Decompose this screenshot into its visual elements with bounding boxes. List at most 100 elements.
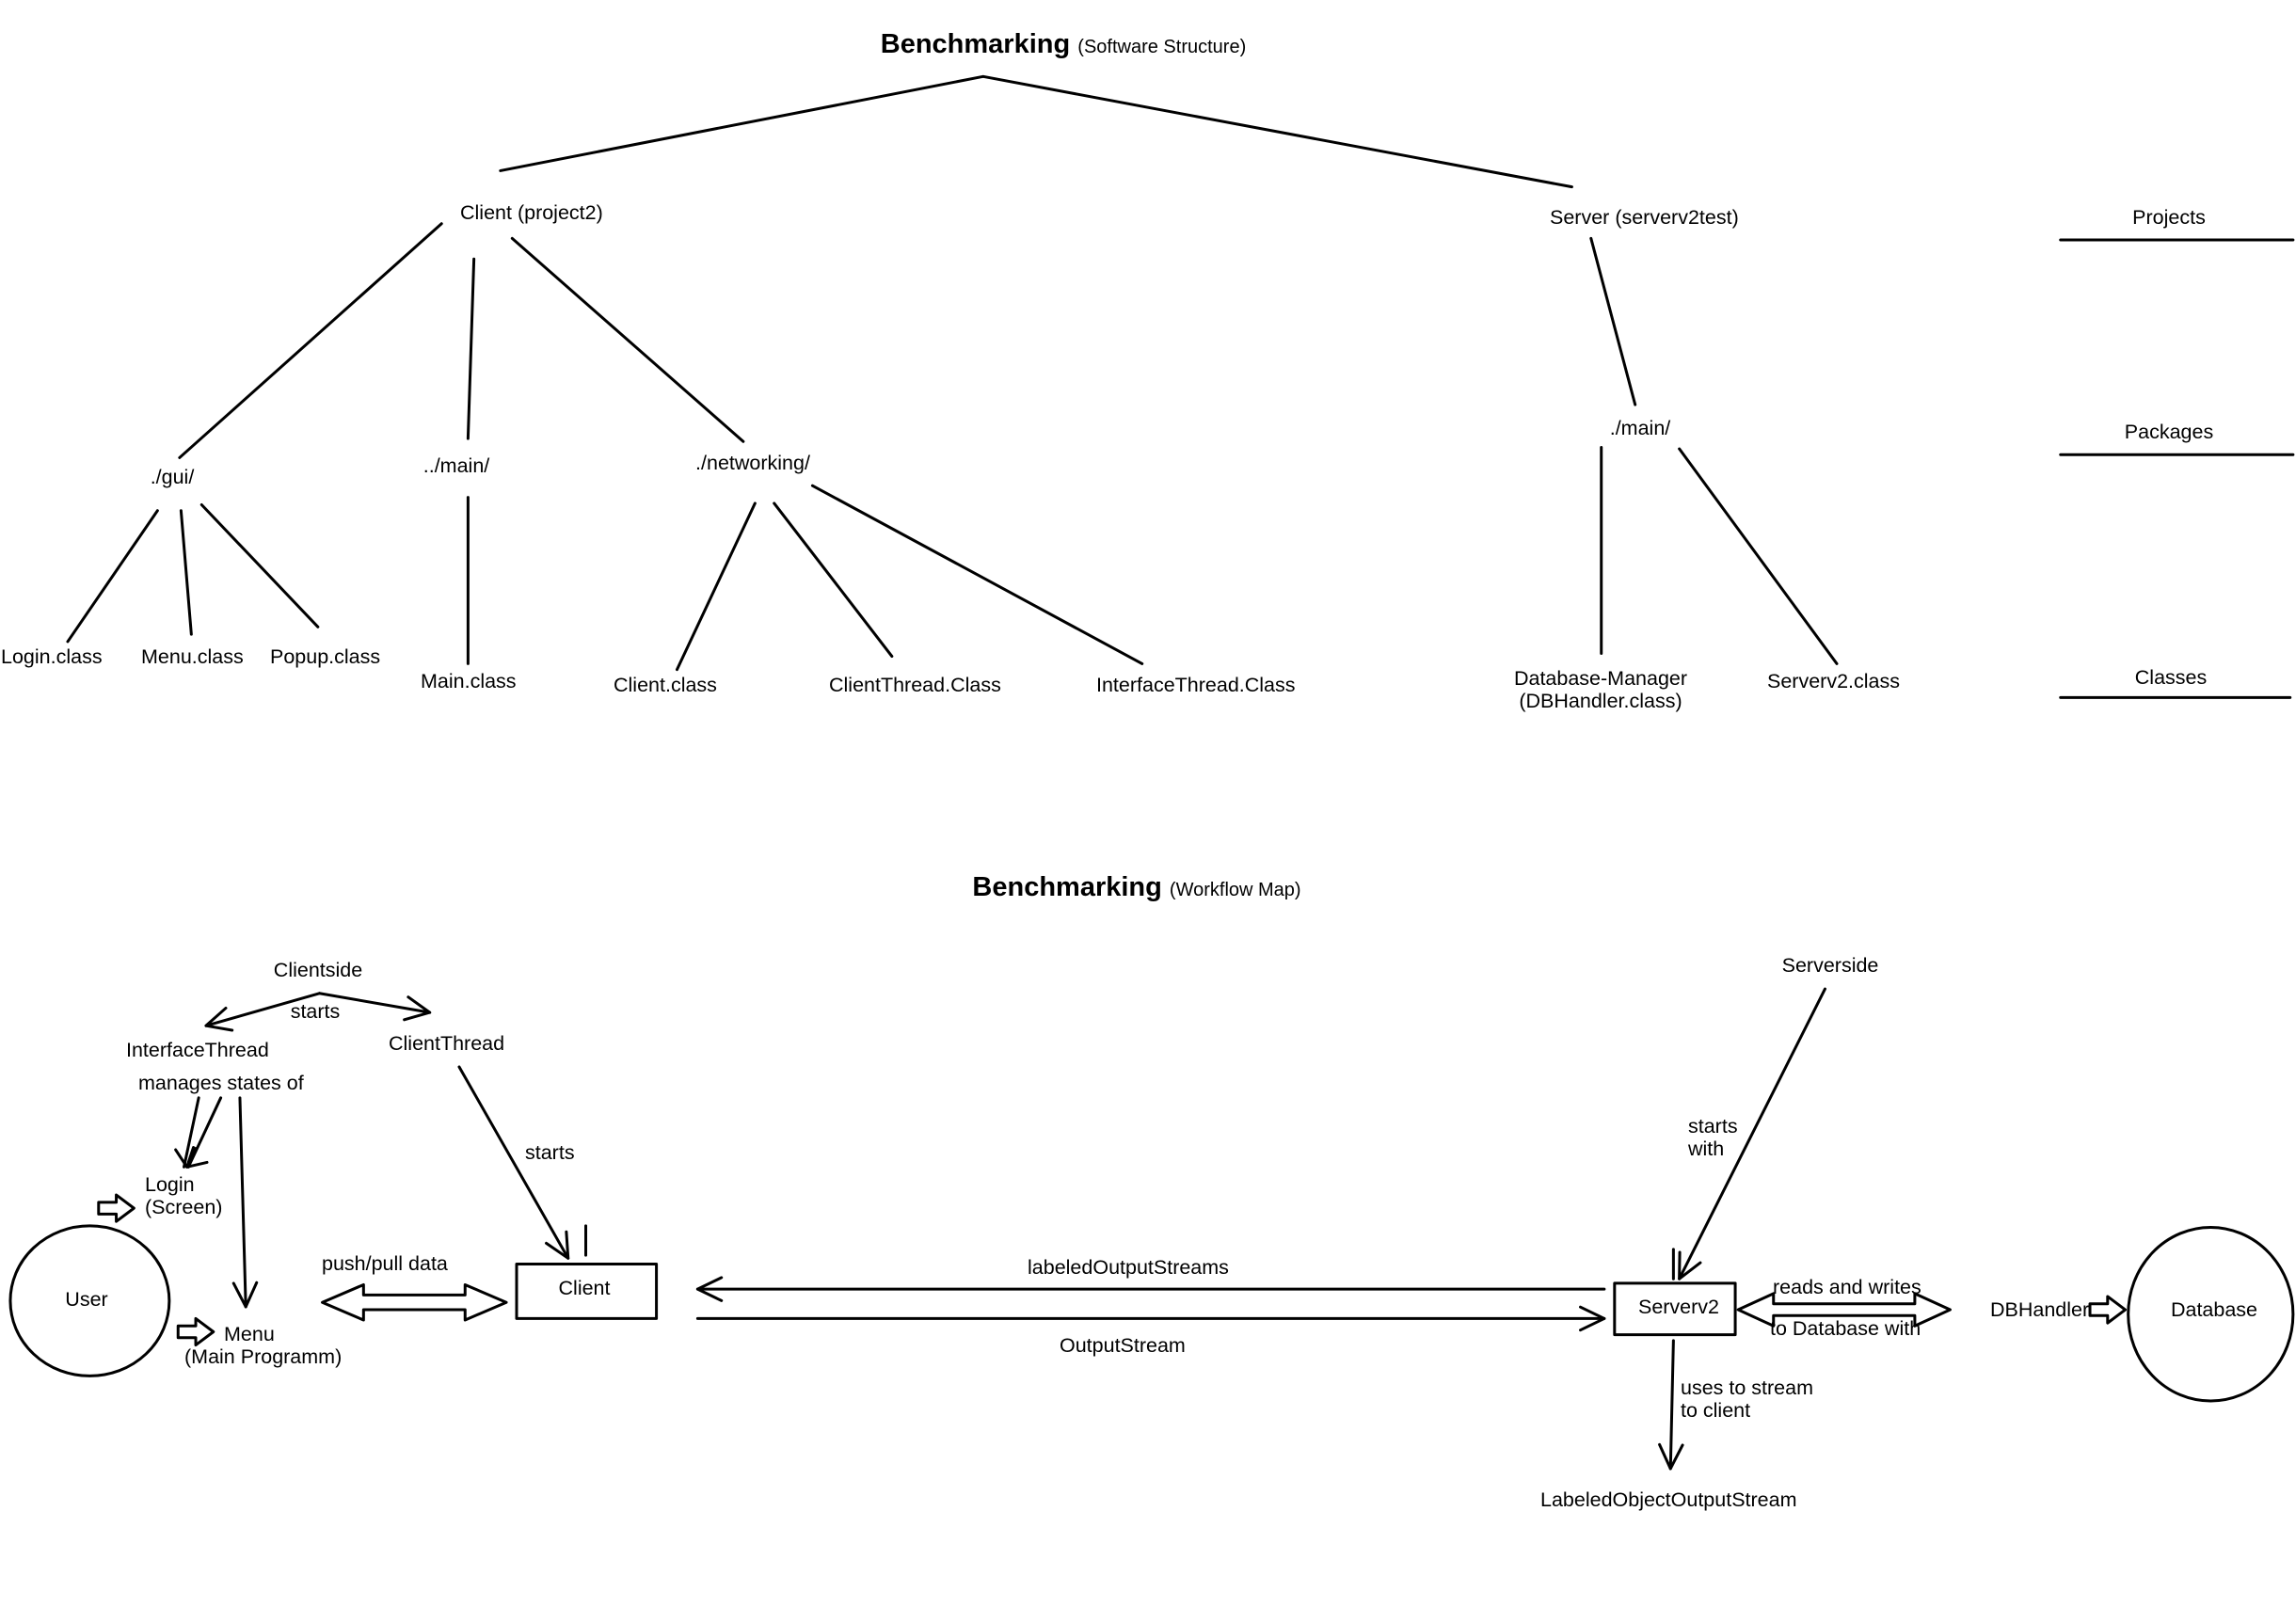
client-to-main-line xyxy=(466,257,476,440)
clientside-to-interfacethread-arrow-head xyxy=(204,1006,234,1032)
serverside-to-serverv2-arrow-head xyxy=(1678,1250,1702,1281)
labeled-output-streams-label: labeledOutputStreams xyxy=(1028,1256,1229,1279)
server-main-package: ./main/ xyxy=(1609,417,1671,439)
networking-package: ./networking/ xyxy=(695,452,810,474)
interfacethread-to-login-head-right xyxy=(185,1147,209,1169)
clientthread-to-client-arrow xyxy=(457,1065,570,1260)
structure-subtitle: (Software Structure) xyxy=(1077,37,1247,57)
login-line2: (Screen) xyxy=(145,1195,223,1218)
root-to-server-line xyxy=(981,74,1573,189)
client-project-id: (project2) xyxy=(517,201,603,224)
workflow-subtitle: (Workflow Map) xyxy=(1169,880,1301,900)
serverside-to-serverv2-arrow xyxy=(1678,987,1826,1281)
server-project-name: Server xyxy=(1550,206,1610,229)
starts-with-line2: with xyxy=(1688,1137,1725,1160)
interface-thread-node: InterfaceThread xyxy=(126,1039,269,1061)
labeled-output-streams-head xyxy=(695,1276,724,1302)
client-project-node: Client (project2) xyxy=(460,201,603,225)
workflow-title: Benchmarking (Workflow Map) xyxy=(972,872,1301,903)
clientside-to-clientthread-arrow xyxy=(317,992,432,1014)
client-thread-class: ClientThread.Class xyxy=(829,674,1001,696)
uses-to-stream-line2: to client xyxy=(1681,1398,1751,1422)
gui-to-menu-line xyxy=(179,509,193,636)
client-main-package: ../main/ xyxy=(423,454,490,477)
interfacethread-to-menu-arrow-head xyxy=(231,1281,259,1309)
output-stream-label: OutputStream xyxy=(1060,1334,1186,1357)
serverv2-box-label: Serverv2 xyxy=(1637,1296,1720,1318)
interfacethread-to-login-stem xyxy=(183,1096,200,1169)
gui-to-popup-line xyxy=(199,502,320,628)
labeled-object-output-stream-node: LabeledObjectOutputStream xyxy=(1540,1488,1797,1511)
login-class: Login.class xyxy=(1,645,103,668)
gui-to-login-line xyxy=(66,509,159,644)
networking-to-client-line xyxy=(675,501,757,672)
uses-to-stream-label: uses to stream to client xyxy=(1681,1376,1813,1422)
user-to-menu-block-arrow xyxy=(176,1316,215,1347)
server-project-node: Server (serverv2test) xyxy=(1550,206,1739,230)
login-screen-node: Login (Screen) xyxy=(145,1173,223,1218)
output-stream-head xyxy=(1579,1305,1606,1332)
main-class: Main.class xyxy=(421,670,517,692)
client-box-label: Client xyxy=(558,1277,611,1299)
push-pull-double-arrow xyxy=(321,1282,508,1322)
interfacethread-to-menu-arrow xyxy=(238,1096,247,1309)
popup-class: Popup.class xyxy=(270,645,381,668)
user-circle xyxy=(8,1224,171,1377)
clientthread-to-client-arrow-head xyxy=(545,1230,570,1260)
serverv2-class: Serverv2.class xyxy=(1767,670,1900,692)
root-to-client-line xyxy=(499,74,985,172)
client-to-networking-line xyxy=(510,236,745,443)
database-manager-class: Database-Manager (DBHandler.class) xyxy=(1513,667,1688,712)
starts-with-line1: starts xyxy=(1688,1115,1738,1138)
client-thread-node: ClientThread xyxy=(389,1032,505,1055)
user-to-login-block-arrow xyxy=(97,1193,136,1223)
starts-label: starts xyxy=(290,1000,341,1023)
starts-with-label: starts with xyxy=(1688,1115,1738,1160)
serverside-label: Serverside xyxy=(1781,954,1879,977)
client-project-name: Client xyxy=(460,201,512,224)
interface-thread-class: InterfaceThread.Class xyxy=(1096,674,1296,696)
client-to-gui-line xyxy=(178,222,443,459)
database-label: Database xyxy=(2170,1298,2258,1321)
workflow-title-text: Benchmarking xyxy=(972,872,1162,902)
client-box xyxy=(515,1263,659,1320)
menu-class: Menu.class xyxy=(141,645,244,668)
login-line1: Login xyxy=(145,1173,195,1196)
dbhandler-label: DBHandler xyxy=(1990,1298,2090,1321)
server-to-main-line xyxy=(1589,236,1637,406)
structure-title-text: Benchmarking xyxy=(880,29,1071,59)
networking-to-clientthread-line xyxy=(773,501,894,659)
legend-classes: Classes xyxy=(2134,666,2208,689)
clientside-label: Clientside xyxy=(273,959,363,981)
user-label: User xyxy=(65,1288,108,1311)
menu-line1: Menu xyxy=(224,1323,275,1345)
database-manager-line2: (DBHandler.class) xyxy=(1519,689,1682,712)
database-manager-line1: Database-Manager xyxy=(1513,667,1688,690)
menu-node: Menu (Main Programm) xyxy=(184,1323,343,1368)
clientside-to-clientthread-arrow-head xyxy=(403,995,432,1022)
serverv2-box xyxy=(1613,1281,1737,1337)
gui-package: ./gui/ xyxy=(150,466,195,488)
serverv2-db-double-arrow xyxy=(1736,1292,1952,1328)
legend-projects: Projects xyxy=(2132,206,2206,229)
menu-line2: (Main Programm) xyxy=(184,1344,343,1368)
manages-states-label: manages states of xyxy=(138,1072,304,1094)
push-pull-label: push/pull data xyxy=(322,1252,448,1275)
serverv2-to-labeledobjectoutputstream-arrow-head xyxy=(1658,1442,1684,1471)
starts-client-label: starts xyxy=(525,1141,575,1164)
servermain-to-serverv2-line xyxy=(1678,447,1839,665)
legend-packages: Packages xyxy=(2124,421,2214,443)
uses-to-stream-line1: uses to stream xyxy=(1681,1376,1813,1399)
serverv2-to-labeledobjectoutputstream-arrow xyxy=(1668,1339,1675,1471)
database-circle xyxy=(2127,1225,2295,1403)
clientside-to-interfacethread-arrow xyxy=(204,992,321,1027)
networking-to-interfacethread-line xyxy=(810,484,1144,665)
dbhandler-to-database-block-arrow xyxy=(2088,1295,2128,1325)
to-database-label: to Database with xyxy=(1770,1317,1921,1340)
reads-writes-label: reads and writes xyxy=(1773,1276,1921,1298)
structure-title: Benchmarking (Software Structure) xyxy=(880,29,1247,60)
server-project-id: (serverv2test) xyxy=(1615,206,1739,229)
client-class: Client.class xyxy=(614,674,717,696)
